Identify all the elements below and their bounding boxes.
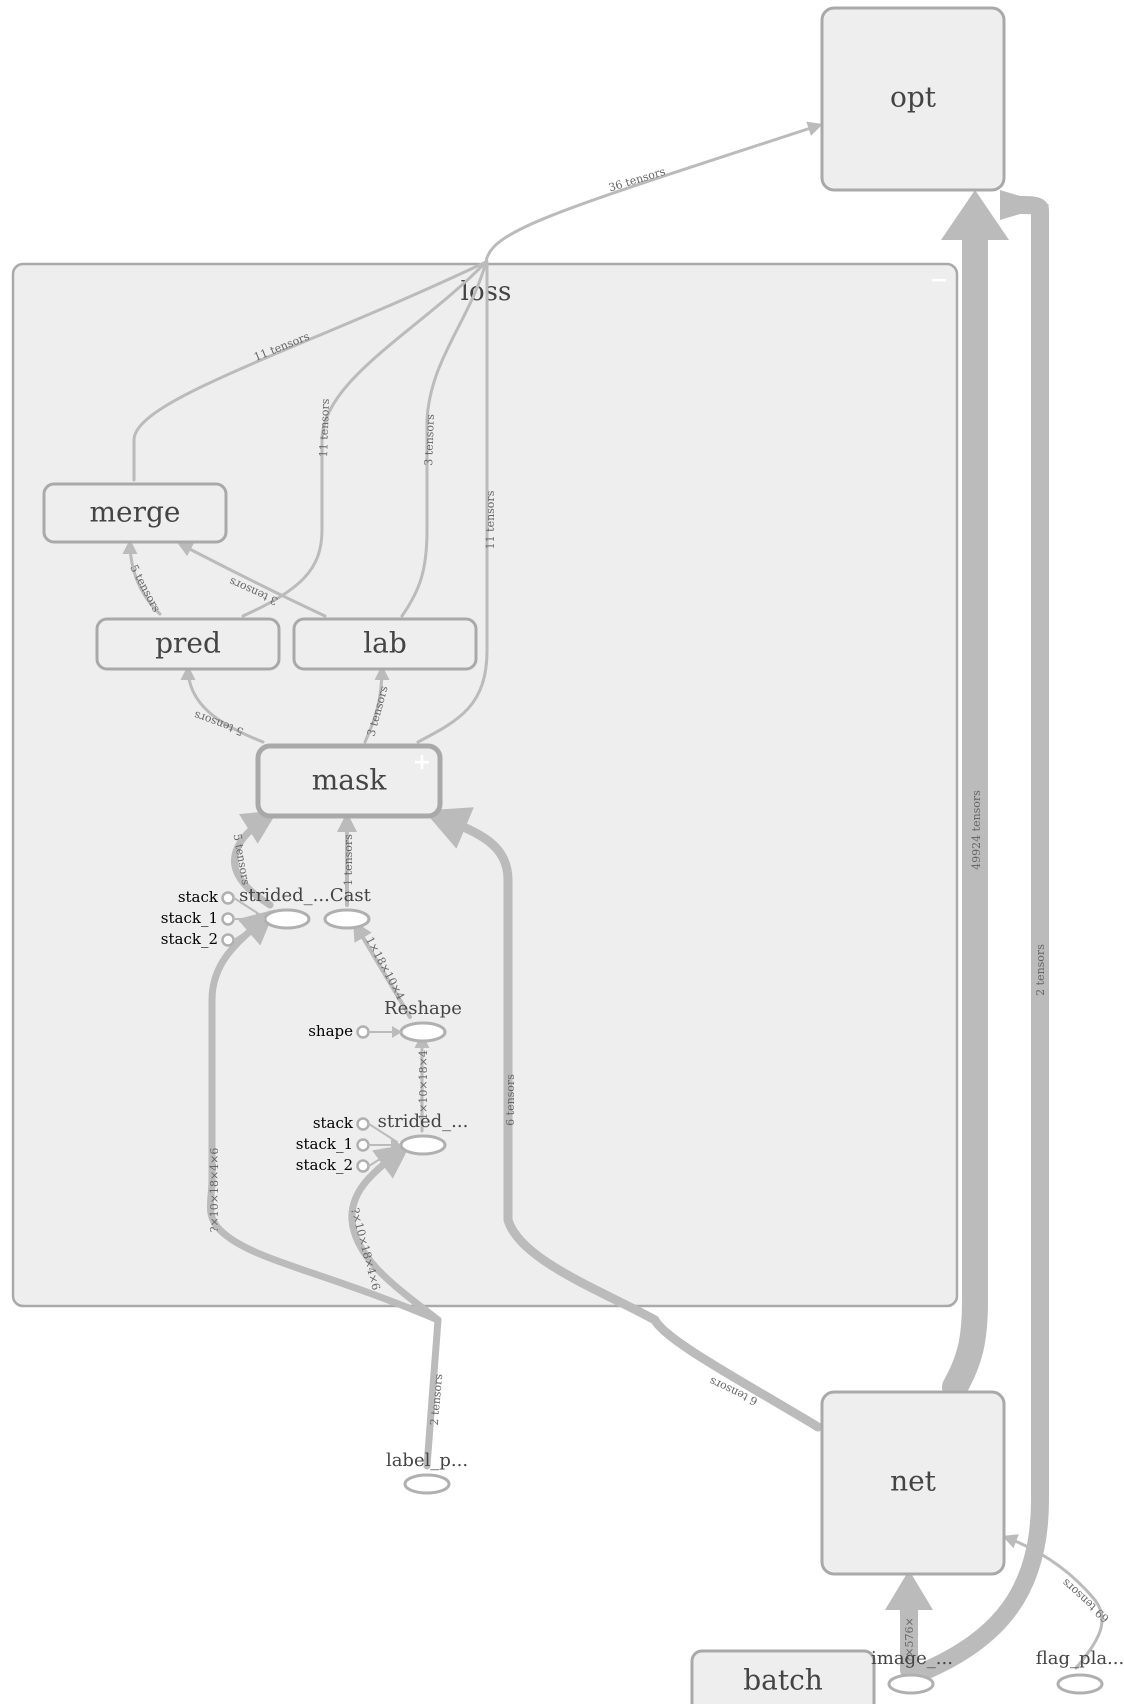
const-stack1-label: stack_1: [161, 909, 218, 927]
edge-mask-pred: [180, 665, 265, 744]
edge-loss-opt: [484, 121, 823, 264]
node-opt[interactable]: opt: [820, 6, 1006, 192]
node-flag-pla[interactable]: flag_pla...: [1036, 1648, 1124, 1695]
collapse-icon[interactable]: −: [930, 268, 948, 293]
edges: [122, 121, 1104, 1682]
node-image-label: image_...: [871, 1648, 953, 1669]
node-pred-label: pred: [155, 627, 221, 660]
label-lab-loss: 3 tensors: [422, 413, 437, 465]
label-image-net: ?×576×: [903, 1617, 916, 1662]
label-label-input: 2 tensors: [428, 1373, 445, 1426]
consts-strided: stack stack_1 stack_2: [161, 888, 266, 948]
node-label-p-ellipse: [403, 1473, 451, 1495]
node-merge-label: merge: [90, 496, 181, 529]
node-batch[interactable]: batch: [690, 1649, 876, 1704]
edge-lab-merge: [177, 542, 327, 618]
loss-cluster[interactable]: loss −: [11, 262, 959, 1308]
edge-reshape-cast: [352, 920, 412, 1019]
node-net-label: net: [890, 1465, 937, 1498]
op-strided-ellipse: [263, 908, 311, 930]
edge-lab-loss: [400, 260, 488, 618]
edge-mask-lab: [363, 665, 390, 744]
arrow-image-opt: [1000, 190, 1050, 220]
node-lab[interactable]: lab: [292, 617, 478, 671]
arrow-image-net: [885, 1570, 933, 1610]
node-lab-label: lab: [363, 627, 407, 660]
label-pred-loss: 11 tensors: [317, 398, 332, 457]
const2-stack-label: stack: [313, 1114, 354, 1132]
edge-net-opt: [942, 217, 988, 1400]
node-image-ellipse: [887, 1673, 935, 1695]
label-net-mask: 6 tensors: [504, 1074, 517, 1126]
op-strided2-label: strided_...: [378, 1111, 469, 1132]
const-shape-label: shape: [308, 1022, 353, 1040]
edge-input-strided2: [348, 1143, 442, 1324]
node-opt-label: opt: [890, 81, 937, 114]
edge-mask-loss: [416, 260, 489, 744]
const2-stack2-label: stack_2: [296, 1156, 353, 1174]
edge-merge-loss: [132, 260, 488, 482]
edge-pred-merge: [122, 539, 162, 616]
node-label-p[interactable]: label_p...: [386, 1450, 468, 1495]
consts-reshape: shape: [308, 1022, 402, 1040]
op-reshape-ellipse: [399, 1021, 447, 1043]
node-mask[interactable]: mask +: [255, 743, 443, 819]
op-reshape-label: Reshape: [384, 998, 462, 1019]
edge-strided-mask: [230, 810, 278, 909]
node-batch-label: batch: [743, 1664, 823, 1697]
edge-pred-loss: [241, 260, 488, 618]
node-label-p-label: label_p...: [386, 1450, 468, 1471]
node-flag-pla-label: flag_pla...: [1036, 1648, 1124, 1669]
label-input-strided: ?×10×18×4×6: [208, 1148, 221, 1233]
expand-icon[interactable]: +: [413, 750, 431, 775]
label-mask-loss: 11 tensors: [484, 490, 497, 549]
op-strided-cast-label: strided_...Cast: [239, 885, 371, 906]
edge-net-mask: [423, 807, 823, 1432]
node-net[interactable]: net: [820, 1390, 1006, 1576]
label-loss-opt: 36 tensors: [607, 165, 667, 195]
label-cast-mask: 1 tensors: [342, 834, 355, 886]
edge-input-strided: [206, 909, 442, 1324]
op-strided-cast[interactable]: strided_...Cast: [239, 885, 372, 930]
consts-strided2: stack stack_1 stack_2: [296, 1114, 401, 1174]
label-flag-net: 69 tensors: [1059, 1576, 1112, 1625]
edge-label-input: [423, 1316, 442, 1470]
const-stack2-label: stack_2: [161, 930, 218, 948]
label-strided2-reshape: 1×10×18×4: [417, 1050, 430, 1120]
op-cast-ellipse: [323, 908, 371, 930]
node-pred[interactable]: pred: [95, 617, 281, 671]
const-stack-label: stack: [178, 888, 219, 906]
op-strided2-ellipse: [399, 1134, 447, 1156]
arrow-net-opt: [941, 190, 1009, 240]
node-mask-label: mask: [312, 764, 388, 797]
const2-stack1-label: stack_1: [296, 1135, 353, 1153]
node-flag-pla-ellipse: [1056, 1673, 1104, 1695]
node-merge[interactable]: merge: [42, 482, 228, 544]
label-image-opt: 2 tensors: [1034, 944, 1047, 996]
edge-flag-net: [1002, 1534, 1104, 1670]
node-image[interactable]: image_...: [871, 1648, 953, 1695]
label-net-opt: 49924 tensors: [970, 790, 983, 870]
